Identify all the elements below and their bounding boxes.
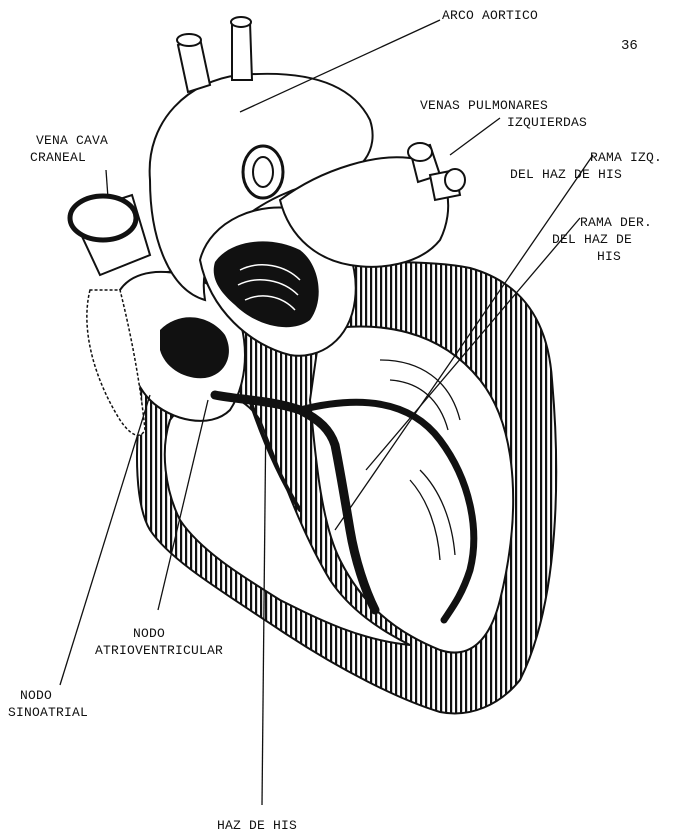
vessel-opening <box>231 17 251 27</box>
label-vena-cava-line2: CRANEAL <box>30 150 86 166</box>
label-nodo-av-line2: ATRIOVENTRICULAR <box>95 643 223 659</box>
label-rama-der-line2: DEL HAZ DE <box>552 232 632 248</box>
label-vena-cava-line1: VENA CAVA <box>36 133 108 149</box>
label-haz-de-his: HAZ DE HIS <box>217 818 297 834</box>
vessel-opening <box>253 157 273 187</box>
label-arco-aortico: ARCO AORTICO <box>442 8 538 24</box>
label-nodo-sa-line1: NODO <box>20 688 52 704</box>
label-nodo-sa-line2: SINOATRIAL <box>8 705 88 721</box>
label-rama-der-line3: HIS <box>597 249 621 265</box>
label-venas-pulmonares-line2: IZQUIERDAS <box>507 115 587 131</box>
label-venas-pulmonares-line1: VENAS PULMONARES <box>420 98 548 114</box>
vessel-opening <box>445 169 465 191</box>
label-rama-der-line1: RAMA DER. <box>580 215 652 231</box>
vessel-opening <box>70 196 136 240</box>
label-rama-izq-line2: DEL HAZ DE HIS <box>510 167 622 183</box>
subclavian-artery <box>232 22 252 80</box>
page-number: 36 <box>621 38 638 54</box>
label-rama-izq-line1: RAMA IZQ. <box>590 150 662 166</box>
vessel-opening <box>408 143 432 161</box>
vessel-opening <box>177 34 201 46</box>
label-nodo-av-line1: NODO <box>133 626 165 642</box>
